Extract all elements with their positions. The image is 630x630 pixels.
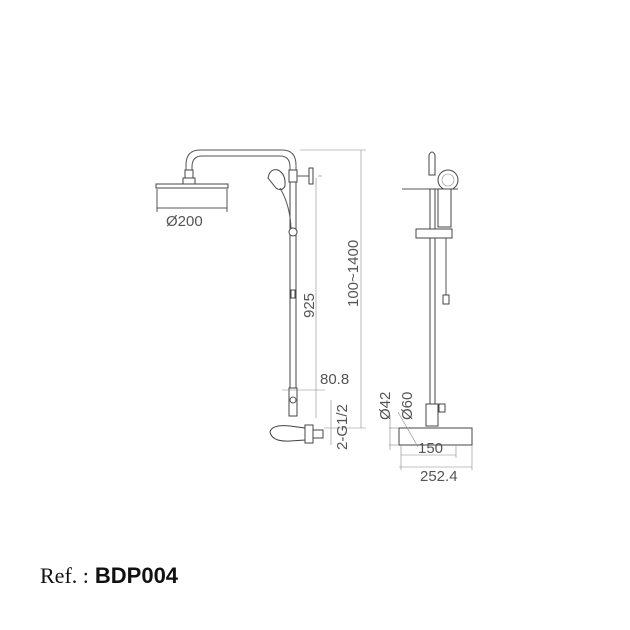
reference-label: Ref. : <box>40 563 89 588</box>
valve-body <box>304 424 314 444</box>
center-offset-label: 80.8 <box>320 371 349 388</box>
side-riser <box>429 188 436 405</box>
inlet-thread-label: 2-G1/2 <box>334 404 351 450</box>
wall-bracket <box>308 167 314 185</box>
slide-bar-height-label: 925 <box>301 293 318 318</box>
width-150-label: 150 <box>418 440 443 457</box>
diameter-60-label: Ø60 <box>399 392 416 420</box>
diameter-42-label: Ø42 <box>377 392 394 420</box>
width-252-label: 252.4 <box>420 468 458 485</box>
front-view: Ø200 925 100~1400 80.8 2-G1/2 <box>155 149 366 450</box>
hose-end <box>442 294 450 305</box>
shower-head-diameter-label: Ø200 <box>166 213 203 230</box>
reference-code: BDP004 <box>94 563 179 588</box>
side-slide-bracket <box>415 228 453 239</box>
top-bracket <box>288 169 298 183</box>
diverter <box>288 387 298 417</box>
mixer-lever <box>269 425 306 442</box>
thermostatic-valve <box>398 427 473 446</box>
top-hook <box>428 151 436 176</box>
hand-shower-head <box>267 169 286 191</box>
hand-shower-handle <box>437 188 452 228</box>
slide-bracket <box>288 227 298 237</box>
total-height-label: 100~1400 <box>345 240 362 307</box>
shower-arm <box>185 149 297 172</box>
arm-connector <box>184 169 194 179</box>
rain-shower-head <box>155 183 229 189</box>
hand-shower-face <box>437 169 459 191</box>
reference: Ref. :BDP004 <box>40 563 178 589</box>
side-view: Ø42 Ø60 150 252.4 <box>377 151 473 485</box>
